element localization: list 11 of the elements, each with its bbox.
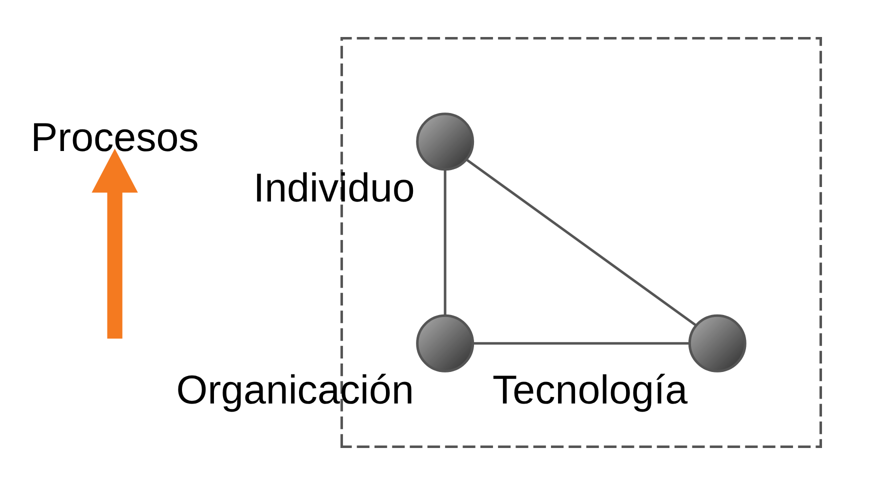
node-label: Tecnología (492, 366, 688, 412)
connector (443, 170, 446, 316)
arrow (91, 148, 138, 339)
node-circle (416, 112, 474, 171)
node-circle (688, 314, 746, 372)
node-label: Individuo (252, 164, 414, 211)
node-label: Organicación (176, 366, 414, 412)
connector (465, 158, 696, 326)
node-circle (416, 314, 474, 372)
connector (473, 342, 688, 345)
node-text: Procesos (30, 114, 198, 160)
